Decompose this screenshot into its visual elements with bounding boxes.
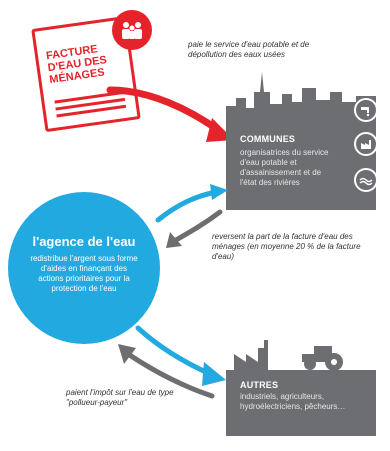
factory-circle-icon (354, 132, 378, 156)
people-icon (112, 10, 152, 50)
town-silhouette-icon (226, 72, 376, 124)
communes-panel: COMMUNES organisatrices du service d'eau… (226, 122, 376, 210)
arrow-agency-to-autres (135, 325, 226, 386)
communes-body: organisatrices du service d'eau potable … (240, 148, 329, 187)
arrow-invoice-to-communes (106, 86, 234, 142)
agency-title: l'agence de l'eau (32, 234, 136, 249)
pay-note: paie le service d'eau potable et de dépo… (188, 40, 310, 59)
communes-title: COMMUNES (240, 134, 296, 144)
agency-circle: l'agence de l'eau redistribue l'argent s… (8, 192, 160, 344)
arrow-agency-to-communes (155, 184, 228, 223)
reverse-note: reversent la part de la facture d'eau de… (212, 232, 361, 261)
autres-body: industriels, agriculteurs, hydroélectric… (240, 392, 346, 411)
tax-note: paient l'impôt sur l'eau de type "pollue… (66, 388, 174, 407)
arrow-autres-to-agency (118, 344, 215, 399)
arrow-communes-to-agency (166, 209, 223, 248)
factory-icon (234, 340, 268, 372)
autres-panel: AUTRES industriels, agriculteurs, hydroé… (226, 370, 376, 436)
tap-icon (354, 98, 378, 122)
water-icon (354, 168, 378, 192)
autres-title: AUTRES (240, 380, 279, 390)
tractor-icon (302, 346, 343, 371)
agency-body: redistribue l'argent sous forme d'aides … (30, 254, 138, 293)
